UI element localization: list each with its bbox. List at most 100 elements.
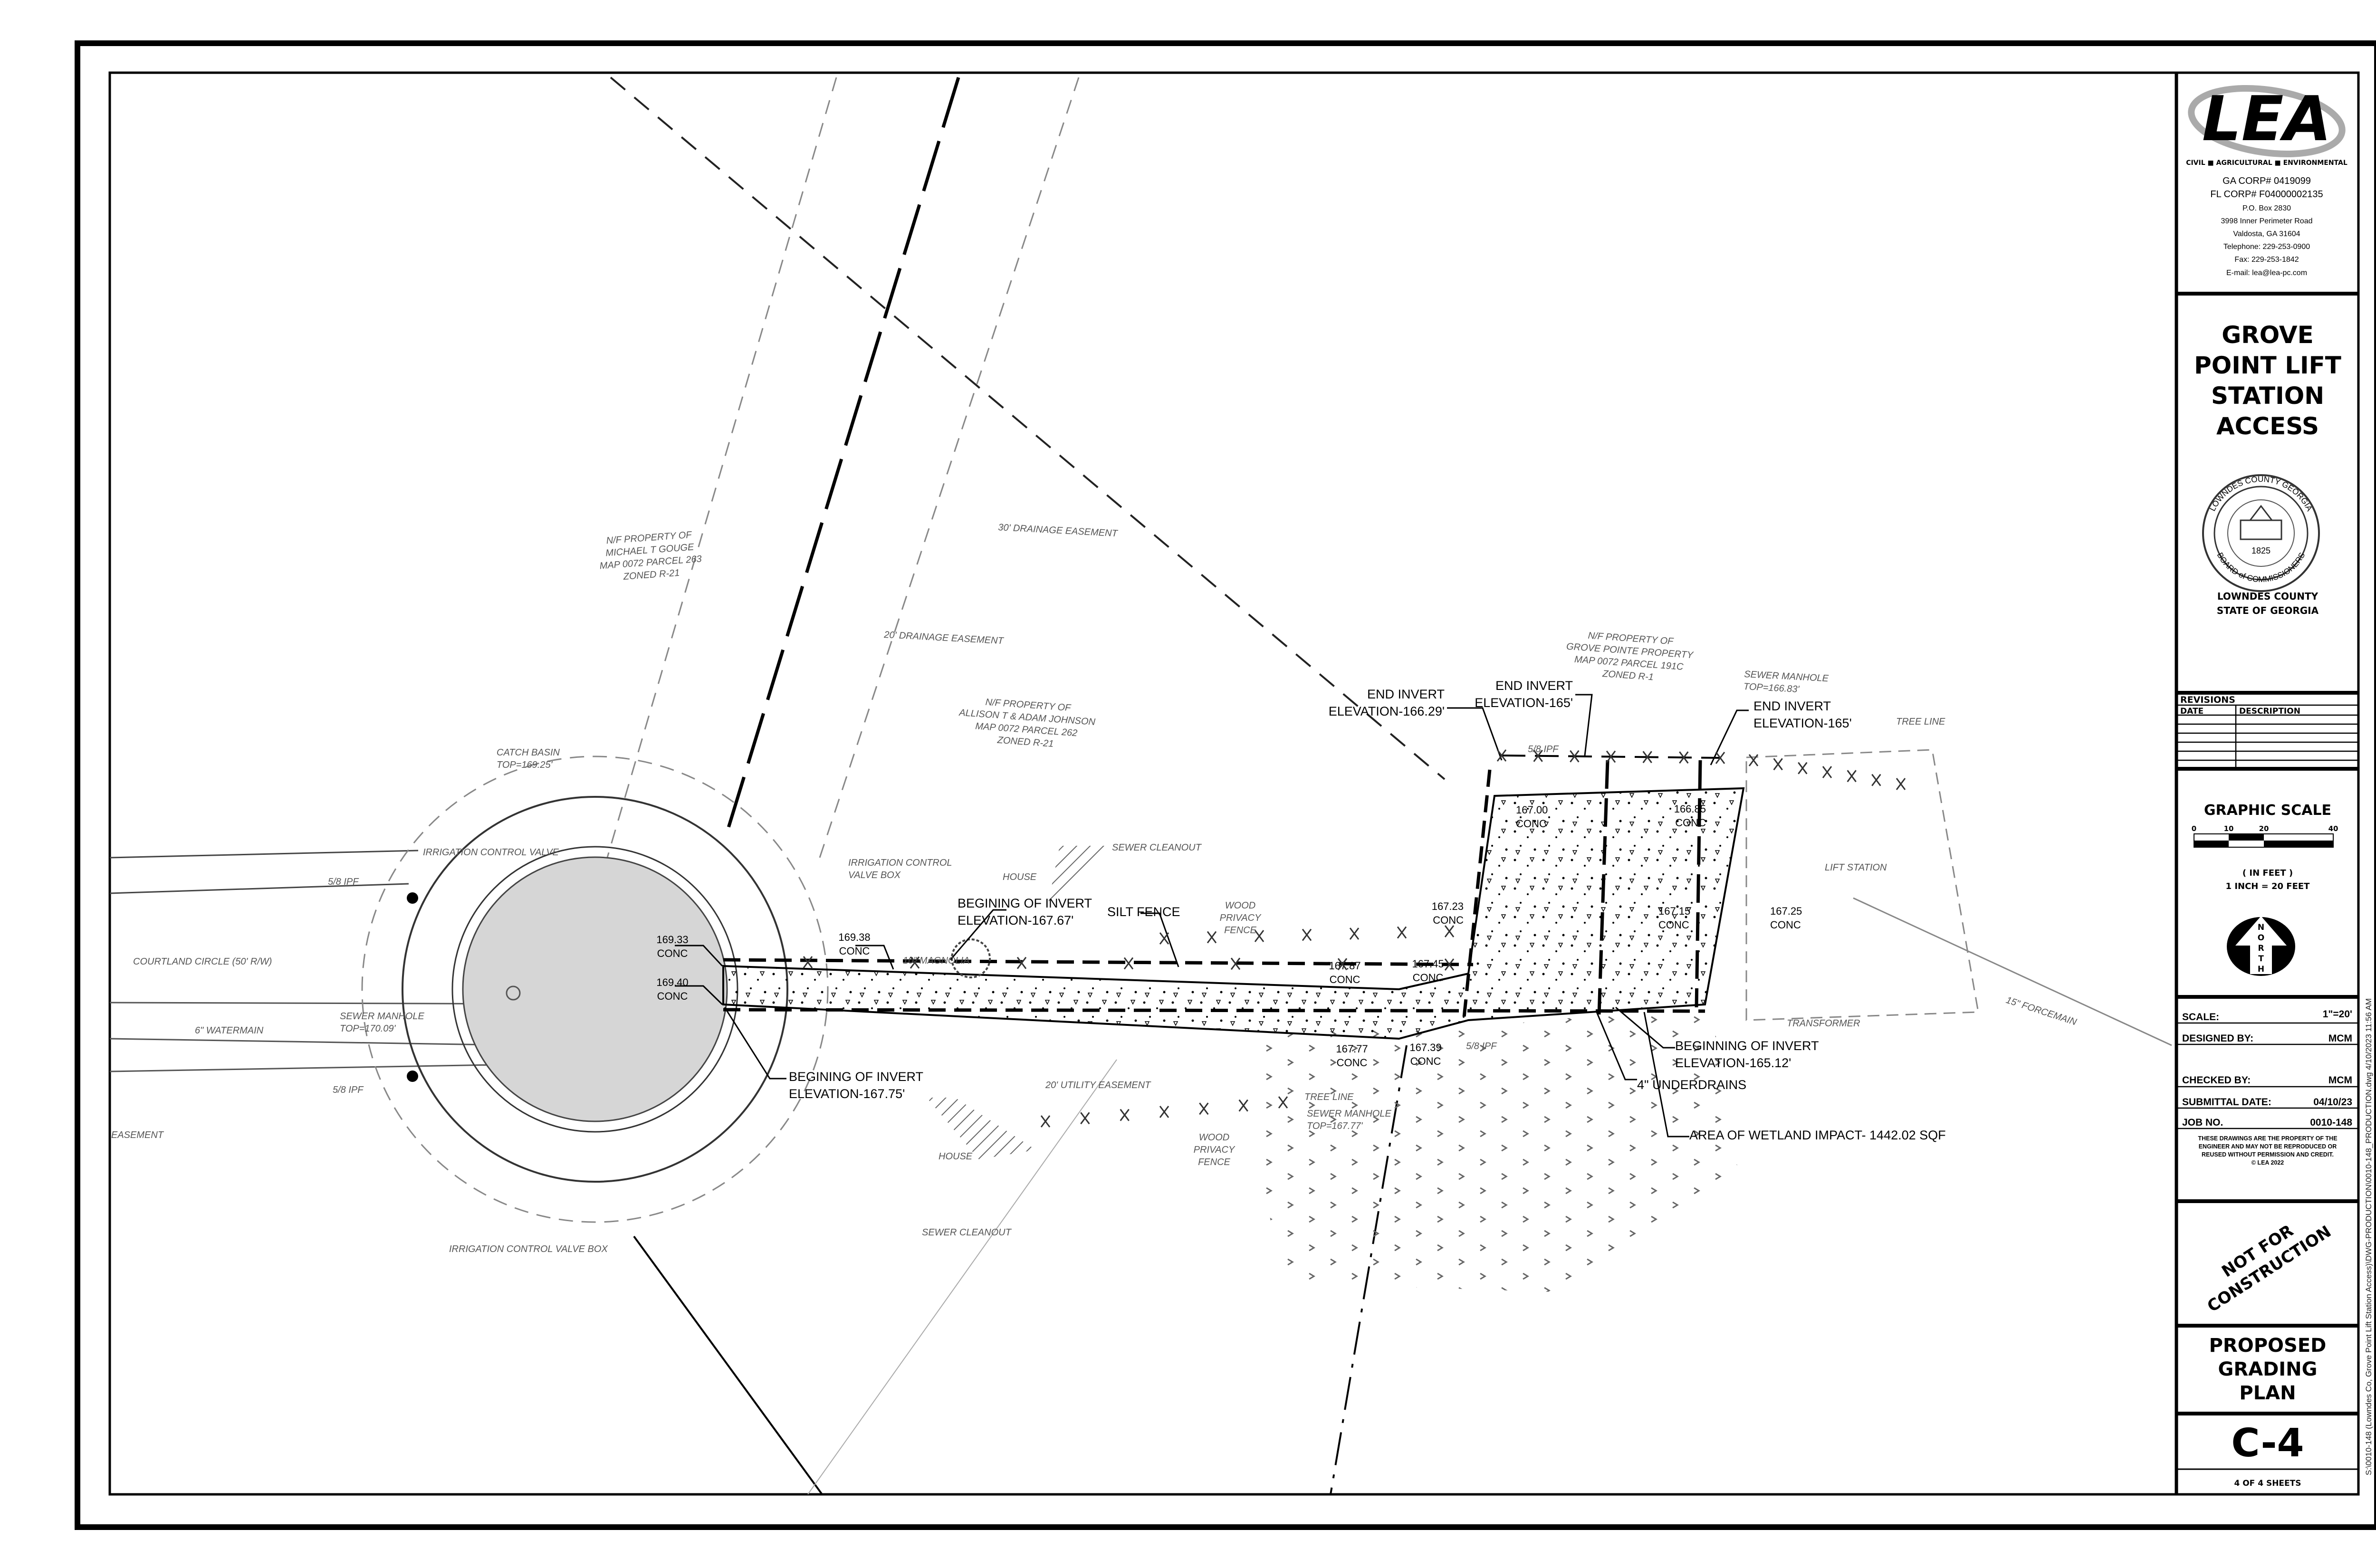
field-label-checked-by: CHECKED BY: bbox=[2182, 1075, 2251, 1086]
field-value-checked-by: MCM bbox=[2328, 1075, 2352, 1086]
scale-ratio: 1 INCH = 20 FEET bbox=[2226, 881, 2310, 891]
fence-marker bbox=[1533, 749, 1543, 762]
label-line: 4" UNDERDRAINS bbox=[1637, 1078, 1746, 1092]
label-line: END INVERT bbox=[1753, 699, 1831, 713]
utility-line bbox=[110, 883, 409, 894]
fence-marker bbox=[1238, 1099, 1248, 1112]
scale-tick-label: 0 bbox=[2192, 824, 2196, 833]
revisions-title: REVISIONS bbox=[2180, 695, 2235, 705]
company-info-line: Valdosta, GA 31604 bbox=[2233, 230, 2300, 238]
label-line: CONC bbox=[1330, 974, 1360, 985]
fence-marker bbox=[1040, 1115, 1051, 1128]
label-line: TOP=167.77' bbox=[1307, 1121, 1363, 1131]
field-value-job-no: 0010-148 bbox=[2310, 1117, 2352, 1128]
fence-marker bbox=[1159, 932, 1169, 945]
label-line: 167.45 bbox=[1412, 958, 1444, 970]
not-for-construction-stamp: NOT FOR CONSTRUCTION bbox=[2204, 1221, 2335, 1316]
notice-line: ENGINEER AND MAY NOT BE REPRODUCED OR bbox=[2199, 1143, 2337, 1150]
label-ipf-west-south: 5/8 IPF bbox=[333, 1085, 364, 1095]
label-line: BEGINING OF INVERT bbox=[958, 896, 1092, 910]
title-block: LEA CIVIL ■ AGRICULTURAL ■ ENVIRONMENTAL… bbox=[2175, 73, 2358, 1494]
label-irrigation-valve: IRRIGATION CONTROL VALVE bbox=[423, 847, 559, 858]
label-courtland-circle: COURTLAND CIRCLE (50' R/W) bbox=[133, 956, 272, 967]
label-line: IRRIGATION CONTROL bbox=[848, 858, 952, 868]
label-line: PRIVACY bbox=[1220, 913, 1262, 923]
label-sewer-cleanout-north: SEWER CLEANOUT bbox=[1112, 842, 1202, 853]
label-line: EASEMENT bbox=[111, 1130, 164, 1140]
scale-tick-label: 40 bbox=[2328, 824, 2338, 833]
iron-pin-north bbox=[407, 892, 418, 904]
company-info-line: E-mail: lea@lea-pc.com bbox=[2226, 269, 2307, 277]
label-line: CONC bbox=[657, 990, 688, 1002]
fence-marker bbox=[1120, 1109, 1130, 1121]
label-tree-line-south: TREE LINE bbox=[1304, 1092, 1354, 1102]
label-line: 167.77 bbox=[1336, 1043, 1368, 1055]
company-info-line: GA CORP# 0419099 bbox=[2223, 176, 2311, 186]
label-line: 167.23 bbox=[1432, 900, 1464, 912]
label-line: TOP=170.09' bbox=[340, 1023, 396, 1034]
label-line: CONC bbox=[1516, 818, 1547, 830]
sheet-title-line: GRADING bbox=[2218, 1358, 2318, 1380]
company-info-line: P.O. Box 2830 bbox=[2242, 204, 2291, 212]
scale-tick-label: 20 bbox=[2259, 824, 2269, 833]
water-line bbox=[110, 1038, 523, 1046]
drawing-labels: N/F PROPERTY OFMICHAEL T GOUGEMAP 0072 P… bbox=[111, 522, 2078, 1254]
label-line: 30' DRAINAGE EASEMENT bbox=[998, 522, 1119, 539]
logo-tagline: CIVIL ■ AGRICULTURAL ■ ENVIRONMENTAL bbox=[2186, 159, 2347, 167]
project-title-line: GROVE bbox=[2222, 321, 2314, 349]
label-irrigation-box-north: IRRIGATION CONTROL VALVE BOX bbox=[848, 858, 952, 880]
fence-marker bbox=[803, 956, 813, 968]
silt-fence-west bbox=[1462, 769, 1492, 1022]
property-line bbox=[807, 1059, 1117, 1494]
fence-marker bbox=[1302, 928, 1312, 941]
label-easement-west: EASEMENT bbox=[111, 1130, 164, 1140]
company-info-line: Fax: 229-253-1842 bbox=[2234, 256, 2299, 264]
label-line: VALVE BOX bbox=[848, 870, 901, 880]
label-forcemain: 15" FORCEMAIN bbox=[2004, 995, 2078, 1028]
label-sewer-manhole-north: SEWER MANHOLETOP=166.83' bbox=[1743, 669, 1829, 696]
label-line: TOP=166.83' bbox=[1743, 681, 1800, 695]
revisions-description-header: DESCRIPTION bbox=[2239, 707, 2300, 716]
seal-year: 1825 bbox=[2251, 546, 2271, 555]
label-tree-line-north: TREE LINE bbox=[1896, 717, 1945, 727]
north-arrow-label: NORTH bbox=[2256, 923, 2266, 975]
label-line: BEGINNING OF INVERT bbox=[1675, 1039, 1819, 1053]
notice-line: REUSED WITHOUT PERMISSION AND CREDIT. bbox=[2202, 1151, 2334, 1158]
title-block-rules bbox=[2176, 292, 2358, 1415]
label-line: IRRIGATION CONTROL VALVE bbox=[423, 847, 559, 858]
label-line: IRRIGATION CONTROL VALVE BOX bbox=[449, 1244, 608, 1254]
label-line: FENCE bbox=[1198, 1157, 1230, 1167]
inner-border bbox=[108, 71, 2360, 1496]
sheet-title-line: PROPOSED bbox=[2209, 1335, 2327, 1357]
label-silt-fence: SILT FENCE bbox=[1107, 905, 1180, 919]
label-begin-invert-165: BEGINNING OF INVERT ELEVATION-165.12' bbox=[1675, 1039, 1819, 1070]
forcemain-line bbox=[1853, 897, 2172, 1046]
fence-marker bbox=[1278, 1096, 1288, 1109]
label-line: HOUSE bbox=[939, 1151, 973, 1162]
revisions-date-header: DATE bbox=[2180, 707, 2204, 716]
label-line: CONC bbox=[1658, 919, 1689, 931]
label-line: 167.39 bbox=[1409, 1042, 1441, 1053]
label-line: ELEVATION-165.12' bbox=[1675, 1056, 1791, 1070]
label-transformer: TRANSFORMER bbox=[1787, 1018, 1860, 1029]
notice-line: THESE DRAWINGS ARE THE PROPERTY OF THE bbox=[2198, 1135, 2337, 1142]
label-line: WOOD bbox=[1199, 1132, 1229, 1143]
label-line: ZONED R-21 bbox=[996, 735, 1054, 749]
graphic-scale: GRAPHIC SCALE 0 10 20 40 ( IN FEET ) 1 I… bbox=[2192, 802, 2338, 891]
label-line: 20' DRAINAGE EASEMENT bbox=[883, 630, 1005, 646]
graphic-scale-title: GRAPHIC SCALE bbox=[2204, 802, 2331, 819]
field-label-scale: SCALE: bbox=[2182, 1012, 2219, 1023]
underdrain bbox=[1597, 760, 1610, 1015]
label-line: END INVERT bbox=[1367, 687, 1445, 701]
fence-marker bbox=[1016, 956, 1027, 969]
label-line: BEGINING OF INVERT bbox=[789, 1070, 923, 1084]
